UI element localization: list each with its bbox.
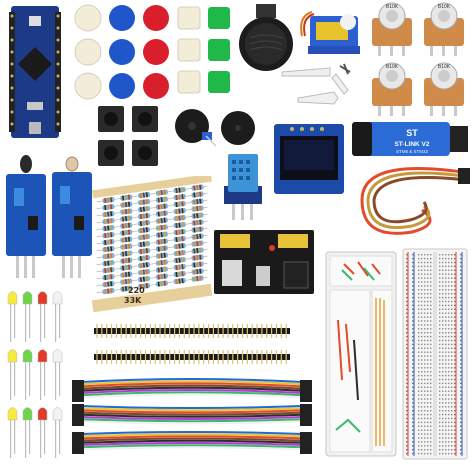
dht11-sensor-module xyxy=(222,152,264,222)
resistor-label-220: 220 xyxy=(128,286,145,295)
potentiometers: B10K B10K B10K B10K xyxy=(368,2,472,120)
buzzers xyxy=(172,106,258,154)
oled-display-module xyxy=(272,122,346,196)
resistor-label-33k: 33K xyxy=(124,296,142,305)
pot-label: B10K xyxy=(438,64,451,70)
dupont-jumper-wires xyxy=(70,374,314,462)
pot-label: B10K xyxy=(438,4,451,10)
joystick-module xyxy=(236,4,296,74)
servo-horns xyxy=(278,62,358,112)
resistor-pack: 220 33K xyxy=(90,176,214,312)
pin-headers xyxy=(94,324,292,368)
tactile-switches xyxy=(96,104,162,168)
pot-label: B10K xyxy=(386,64,399,70)
st-logo: ST xyxy=(406,128,418,138)
dupont-ribbon-loop xyxy=(352,160,472,244)
flame-and-light-sensor-modules xyxy=(2,152,94,282)
pot-label: B10K xyxy=(386,4,399,10)
st-link-v2-programmer: ST ST-LINK V2 STM8 & STM32 xyxy=(352,118,470,160)
jumper-wire-kit-box xyxy=(324,250,398,458)
st-link-subtitle: STM8 & STM32 xyxy=(396,149,429,154)
breadboard-power-supply-module xyxy=(212,226,316,298)
round-button-caps xyxy=(72,4,172,100)
leds xyxy=(4,286,66,462)
solderless-breadboard xyxy=(402,248,468,460)
st-link-title: ST-LINK V2 xyxy=(394,141,429,148)
sg90-servo xyxy=(298,6,366,62)
stm32-blue-pill-board xyxy=(5,2,65,142)
square-button-caps xyxy=(176,5,234,95)
